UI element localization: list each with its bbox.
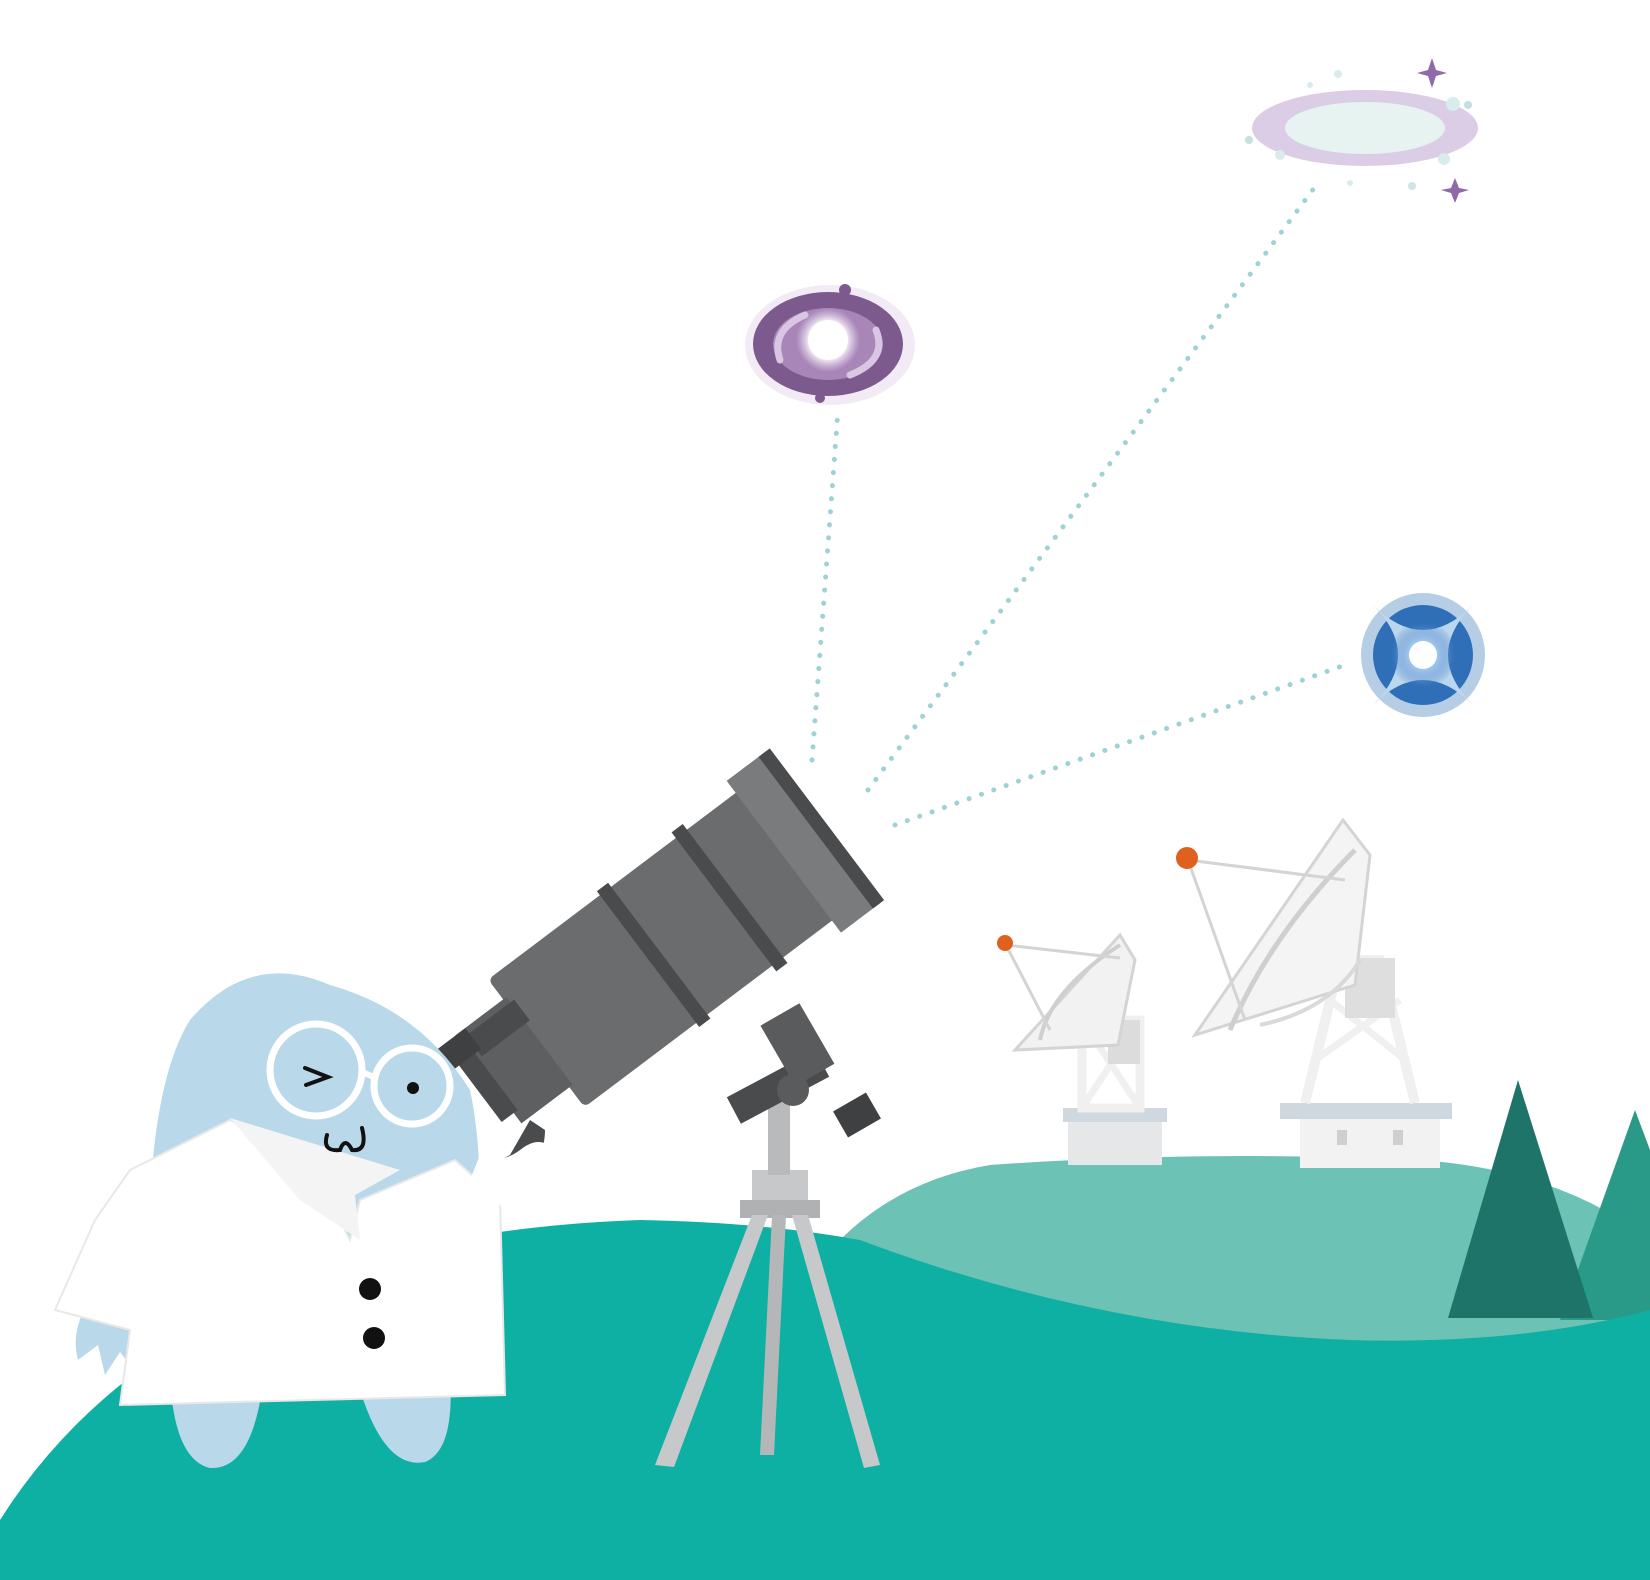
sparkle-icon: [1417, 58, 1447, 88]
glasses-left-icon: [266, 1020, 366, 1120]
radio-dish-large: [1176, 817, 1452, 1168]
telescope-mount: [726, 1003, 881, 1138]
creature-hand: [470, 1142, 560, 1206]
closed-eye-icon: [303, 1066, 334, 1087]
scientist-creature: [53, 973, 560, 1469]
sparkle-icon: [1441, 178, 1469, 203]
telescope-tripod: [655, 1095, 880, 1468]
refracting-telescope: [451, 748, 885, 1124]
sight-lines: [809, 177, 1348, 828]
spiral-galaxy-icon: [745, 284, 915, 405]
ring-nebula-icon: [1245, 58, 1478, 203]
dish-feed-icon: [997, 935, 1013, 951]
mouth-icon: [323, 1126, 366, 1153]
coat-button: [363, 1327, 385, 1349]
pine-tree-dark: [1448, 1080, 1593, 1318]
sight-line-star: [892, 662, 1348, 828]
blue-star-icon: [1361, 593, 1485, 717]
glasses-right-icon: [370, 1044, 454, 1128]
pine-tree-light: [1560, 1110, 1650, 1320]
lab-coat-collar: [230, 1118, 400, 1240]
radio-dish-small: [997, 932, 1167, 1165]
sight-line-ring: [865, 177, 1323, 793]
open-eye-icon: [407, 1082, 419, 1094]
coat-button: [359, 1278, 381, 1300]
dish-feed-icon: [1176, 847, 1198, 869]
